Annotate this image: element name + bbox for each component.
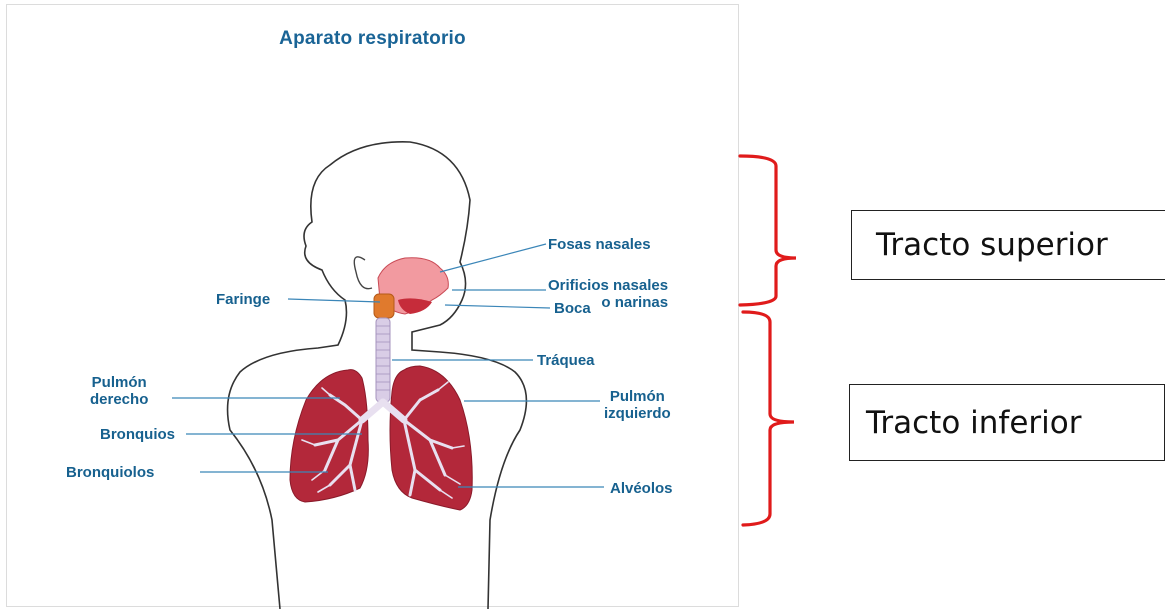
label-orificios-line1: Orificios nasales (548, 277, 668, 294)
label-pulmon-izquierdo-line2: izquierdo (604, 405, 671, 422)
ear (354, 257, 372, 289)
label-pulmon-izquierdo: Pulmón izquierdo (604, 388, 671, 422)
lower-tract-label: Tracto inferior (866, 405, 1081, 441)
left-lung (390, 366, 472, 510)
label-pulmon-izquierdo-line1: Pulmón (604, 388, 671, 405)
lower-tract-bracket (743, 312, 794, 525)
label-boca: Boca (554, 300, 591, 317)
upper-tract-box: Tracto superior (851, 210, 1165, 280)
label-alveolos: Alvéolos (610, 480, 673, 497)
upper-tract-bracket (740, 156, 796, 305)
label-bronquios: Bronquios (100, 426, 175, 443)
lower-tract-box: Tracto inferior (849, 384, 1165, 461)
diagram-title: Aparato respiratorio (6, 28, 739, 50)
label-pulmon-derecho-line2: derecho (90, 391, 148, 408)
label-bronquiolos: Bronquiolos (66, 464, 154, 481)
larynx (374, 294, 394, 318)
trachea-tube (376, 318, 390, 402)
upper-tract-label: Tracto superior (876, 227, 1108, 263)
label-traquea: Tráquea (537, 352, 595, 369)
label-faringe: Faringe (216, 291, 270, 308)
label-pulmon-derecho-line1: Pulmón (90, 374, 148, 391)
label-pulmon-derecho: Pulmón derecho (90, 374, 148, 408)
label-fosas-nasales: Fosas nasales (548, 236, 651, 253)
